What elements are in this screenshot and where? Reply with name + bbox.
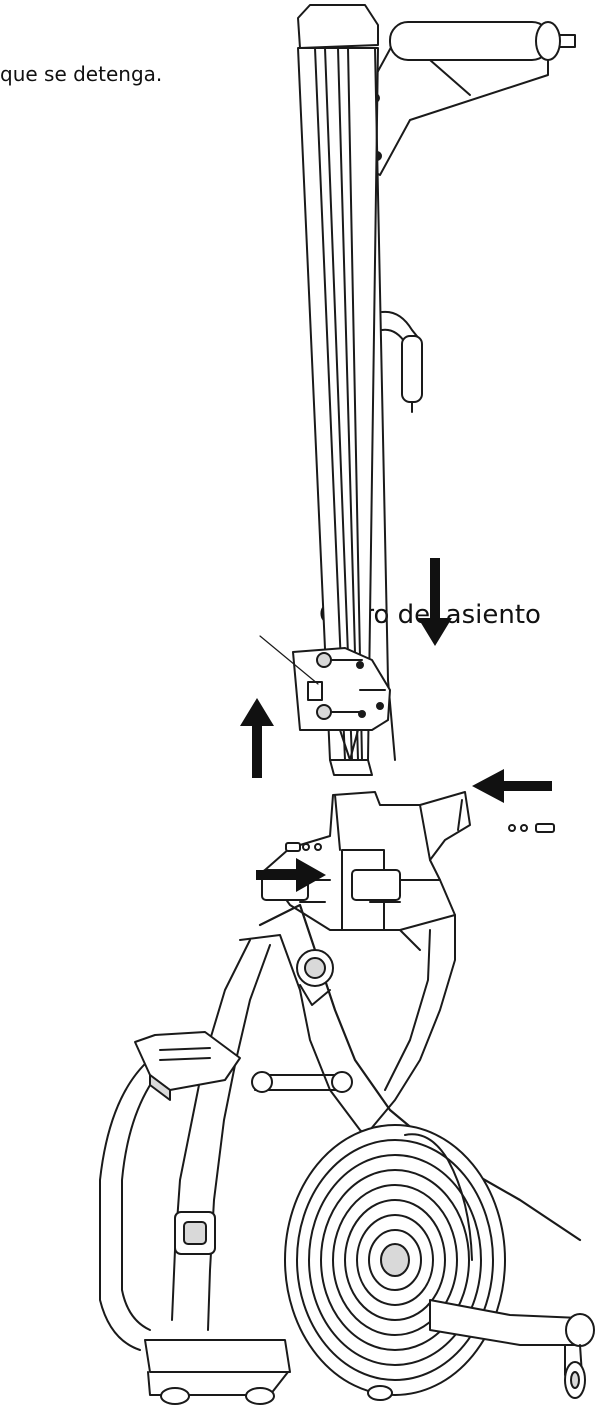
screws-right xyxy=(508,823,555,833)
handlebar-bracket xyxy=(364,21,576,176)
tension-knob xyxy=(296,949,334,1006)
arrow-up-icon xyxy=(240,698,274,778)
screws-left xyxy=(285,842,322,852)
callout-leader xyxy=(259,635,319,685)
rear-stabilizer xyxy=(429,1299,595,1399)
frame-foot-handle xyxy=(174,1211,216,1255)
rail xyxy=(297,4,396,776)
rail-handle xyxy=(381,310,423,413)
arrow-left-icon xyxy=(472,769,552,803)
arrow-down-icon xyxy=(418,558,452,646)
front-foot-assembly xyxy=(261,791,471,951)
instruction-text: que se detenga. xyxy=(0,62,163,86)
seat-carriage xyxy=(292,647,391,731)
performance-monitor xyxy=(134,1031,241,1101)
fan-wheel xyxy=(284,1124,506,1396)
arrow-right-icon xyxy=(256,858,326,892)
front-stabilizer xyxy=(144,1339,393,1405)
